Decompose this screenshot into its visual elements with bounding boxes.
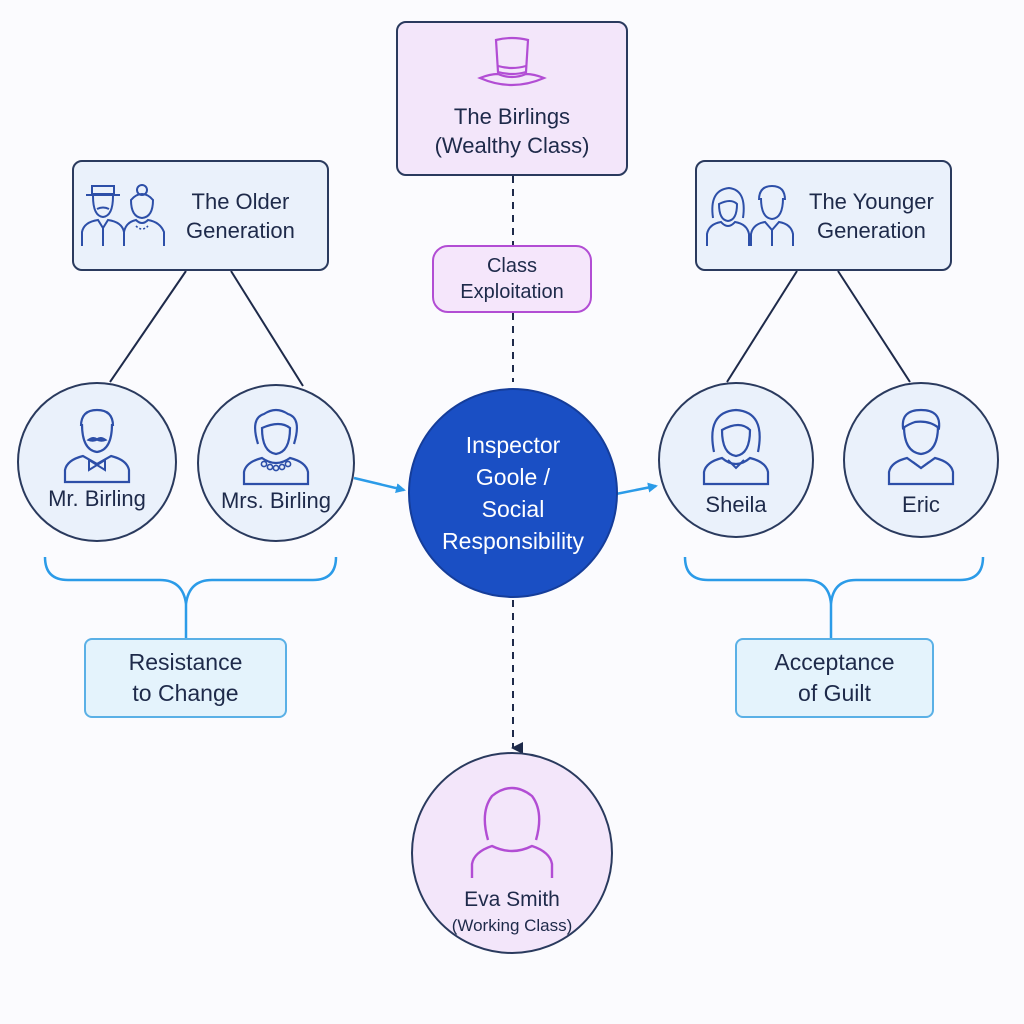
acceptance-of-guilt-label: Acceptance of Guilt (774, 649, 895, 706)
eva-smith-node: Eva Smith (Working Class) (411, 752, 613, 954)
eva-smith-class: (Working Class) (451, 916, 573, 935)
inspector-goole-label: Inspector Goole / Social Responsibility (442, 432, 584, 554)
resistance-to-change-label: Resistance to Change (128, 649, 243, 706)
woman-pearls-icon (242, 408, 310, 486)
eric-label: Eric (902, 492, 940, 517)
line-older-to-mrs (230, 270, 304, 387)
arrow-inspector-to-sheila (615, 482, 658, 496)
brace-right (683, 556, 985, 605)
younger-generation-label: The Younger Generation (809, 188, 934, 243)
class-exploitation-label: Class Exploitation (460, 255, 564, 303)
young-couple-icon (706, 184, 794, 246)
younger-generation-node: The Younger Generation (695, 160, 952, 271)
mr-birling-label: Mr. Birling (48, 486, 146, 511)
sheila-node: Sheila (658, 382, 814, 538)
eric-node: Eric (843, 382, 999, 538)
top-hat-icon (477, 36, 547, 86)
older-generation-label: The Older Generation (186, 188, 295, 243)
young-woman-icon (702, 408, 770, 486)
brace-left (43, 556, 338, 605)
birlings-node: The Birlings (Wealthy Class) (396, 21, 628, 176)
mr-birling-node: Mr. Birling (17, 382, 177, 542)
mrs-birling-node: Mrs. Birling (197, 384, 355, 542)
class-exploitation-node: Class Exploitation (432, 245, 592, 313)
resistance-to-change-node: Resistance to Change (84, 638, 287, 718)
older-couple-icon (81, 183, 165, 246)
older-generation-node: The Older Generation (72, 160, 329, 271)
eva-smith-name: Eva Smith (464, 888, 560, 911)
inspector-goole-node: Inspector Goole / Social Responsibility (408, 388, 618, 598)
acceptance-of-guilt-node: Acceptance of Guilt (735, 638, 934, 718)
sheila-label: Sheila (705, 492, 767, 517)
man-mustache-bowtie-icon (63, 408, 131, 484)
line-younger-to-sheila (726, 270, 798, 383)
line-older-to-mr (109, 270, 187, 383)
woman-silhouette-icon (470, 786, 554, 878)
line-younger-to-eric (837, 270, 911, 383)
birlings-label: The Birlings (Wealthy Class) (434, 103, 590, 158)
young-man-icon (887, 408, 955, 486)
mrs-birling-label: Mrs. Birling (220, 488, 331, 513)
arrow-mrs-to-inspector (353, 476, 406, 493)
